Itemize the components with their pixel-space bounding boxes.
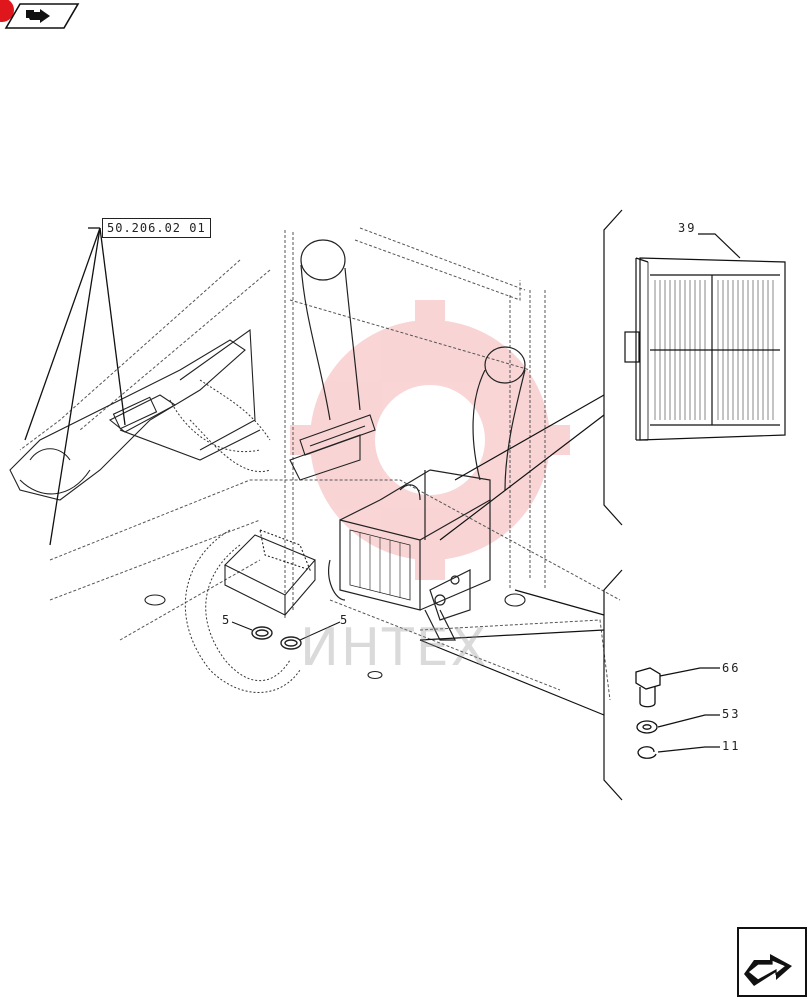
next-page-button[interactable] xyxy=(736,926,808,998)
bolt xyxy=(635,667,720,708)
callout-clamp-left: 5 xyxy=(222,613,232,627)
page-back-icon xyxy=(0,0,80,29)
callout-lock-washer: 11 xyxy=(722,739,741,753)
left-console xyxy=(9,328,261,501)
filter-detail-bracket xyxy=(439,209,623,541)
callout-bolt: 66 xyxy=(722,661,741,675)
clamp-leaders xyxy=(231,621,341,641)
prev-page-button[interactable] xyxy=(0,0,82,32)
watermark-text: ИНТЕХ xyxy=(300,618,489,678)
reference-link[interactable]: 50.206.02 01 xyxy=(102,218,211,238)
hose-clamps xyxy=(251,626,302,650)
page-forward-icon xyxy=(737,927,807,997)
vent-grille xyxy=(289,414,376,481)
cab-structure xyxy=(19,227,621,701)
fastener-detail-bracket xyxy=(419,569,623,801)
callout-washer: 53 xyxy=(722,707,741,721)
heater-unit xyxy=(328,469,491,641)
cabin-air-filter xyxy=(624,233,786,441)
hoses xyxy=(169,379,301,693)
lock-washer xyxy=(637,746,720,759)
reference-leaders xyxy=(24,227,126,546)
floor-box xyxy=(144,529,526,680)
washer xyxy=(636,714,720,734)
callout-filter: 39 xyxy=(678,221,697,235)
callout-clamp-right: 5 xyxy=(340,613,350,627)
